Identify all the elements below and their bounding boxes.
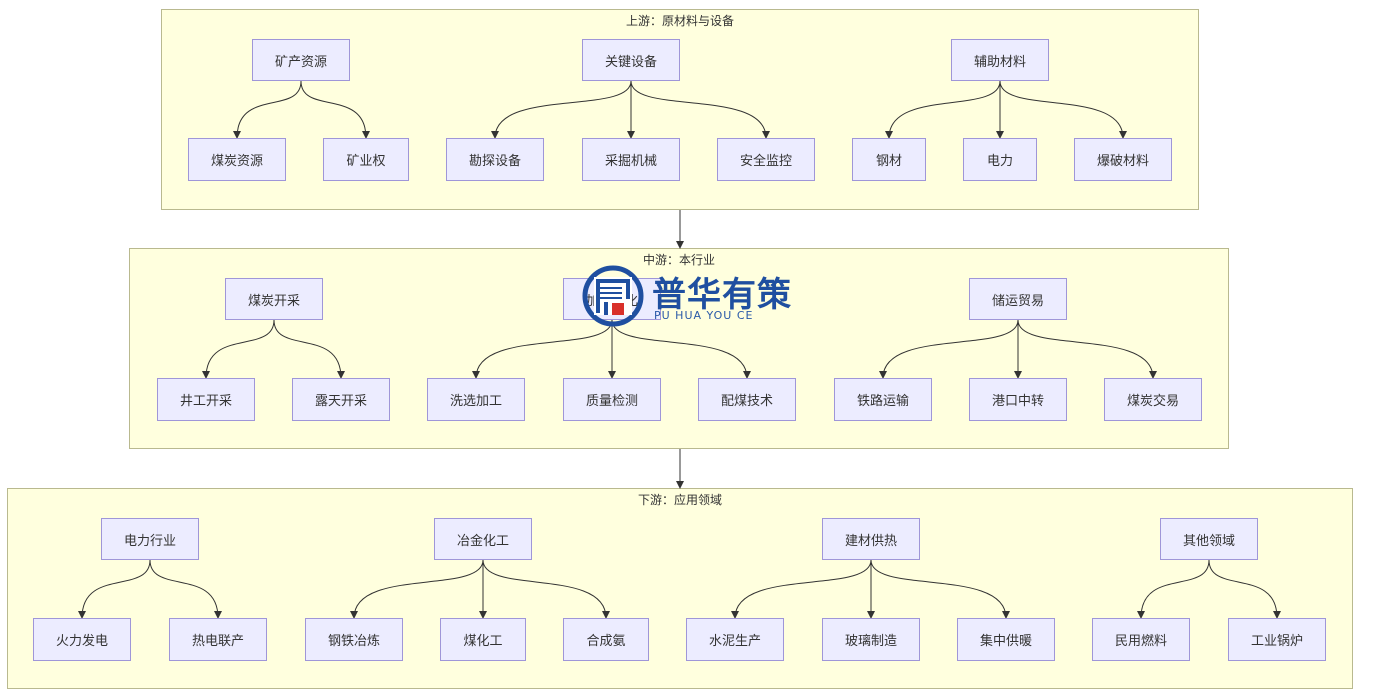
node-glass-manufacturing[interactable]: 玻璃制造 [822,618,920,661]
node-blasting-materials[interactable]: 爆破材料 [1074,138,1172,181]
logo-subtitle: PU HUA YOU CE [654,309,754,322]
node-mining-rights[interactable]: 矿业权 [323,138,409,181]
node-underground-mining[interactable]: 井工开采 [157,378,255,421]
node-synthetic-ammonia[interactable]: 合成氨 [563,618,649,661]
upstream-title: 上游：原材料与设备 [625,14,734,28]
node-coal-resources[interactable]: 煤炭资源 [188,138,286,181]
node-coal-trading[interactable]: 煤炭交易 [1104,378,1202,421]
node-mining-machinery[interactable]: 采掘机械 [582,138,680,181]
logo-wordmark: 普华有策 [652,275,792,315]
node-rail-transport[interactable]: 铁路运输 [834,378,932,421]
node-open-pit-mining[interactable]: 露天开采 [292,378,390,421]
node-cement-production[interactable]: 水泥生产 [686,618,784,661]
watermark-logo: 普华有策 PU HUA YOU CE [582,265,797,327]
node-washing[interactable]: 洗选加工 [427,378,525,421]
node-building-heating[interactable]: 建材供热 [822,518,920,560]
node-steel[interactable]: 钢材 [852,138,926,181]
node-auxiliary-materials[interactable]: 辅助材料 [951,39,1049,81]
node-civil-fuel[interactable]: 民用燃料 [1092,618,1190,661]
downstream-title: 下游：应用领域 [637,493,722,507]
node-other-fields[interactable]: 其他领域 [1160,518,1258,560]
node-industrial-boiler[interactable]: 工业锅炉 [1228,618,1326,661]
node-cogeneration[interactable]: 热电联产 [169,618,267,661]
node-key-equipment[interactable]: 关键设备 [582,39,680,81]
node-quality-testing[interactable]: 质量检测 [563,378,661,421]
node-storage-trade[interactable]: 储运贸易 [969,278,1067,320]
midstream-title: 中游：本行业 [642,253,715,267]
node-exploration-equipment[interactable]: 勘探设备 [446,138,544,181]
node-electricity[interactable]: 电力 [963,138,1037,181]
node-coal-blending[interactable]: 配煤技术 [698,378,796,421]
node-thermal-power[interactable]: 火力发电 [33,618,131,661]
node-mineral-resources[interactable]: 矿产资源 [252,39,350,81]
node-central-heating[interactable]: 集中供暖 [957,618,1055,661]
node-metallurgy-chemical[interactable]: 冶金化工 [434,518,532,560]
node-port-transfer[interactable]: 港口中转 [969,378,1067,421]
node-coal-chemical[interactable]: 煤化工 [440,618,526,661]
node-safety-monitoring[interactable]: 安全监控 [717,138,815,181]
logo-mark-icon [582,265,646,327]
node-steel-smelting[interactable]: 钢铁冶炼 [305,618,403,661]
node-power-industry[interactable]: 电力行业 [101,518,199,560]
node-coal-mining[interactable]: 煤炭开采 [225,278,323,320]
